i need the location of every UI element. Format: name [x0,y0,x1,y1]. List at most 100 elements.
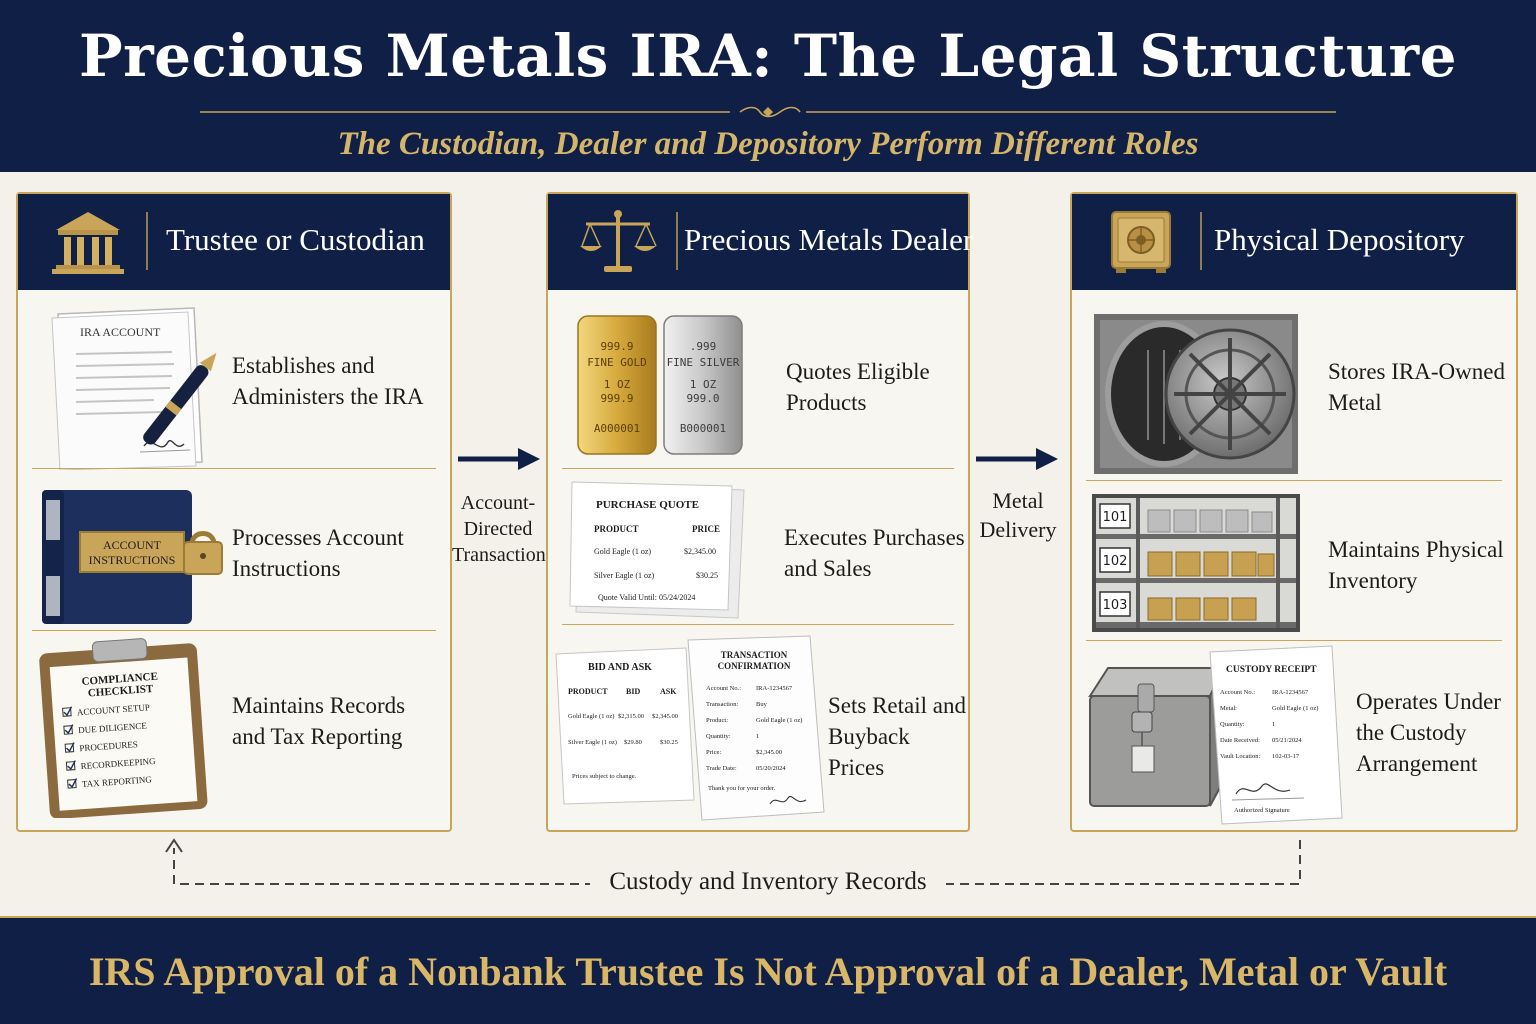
ira-account-document: IRA ACCOUNT [51,307,217,470]
confirm-value: $2,345.00 [756,749,782,756]
confirm-key: Transaction: [706,701,738,708]
quote-valid: Quote Valid Until: 05/24/2024 [598,593,695,602]
custody-box-receipt: CUSTODY RECEIPT Account No.: IRA-1234567… [1088,645,1343,825]
bidask-ask: $30.25 [660,739,678,746]
receipt-key: Account No.: [1220,689,1255,696]
footer-banner: IRS Approval of a Nonbank Trustee Is Not… [0,916,1536,1024]
bidask-ask: $2,345.00 [652,713,678,720]
locked-binder: ACCOUNT INSTRUCTIONS [42,490,223,624]
binder-label-2: INSTRUCTIONS [89,553,176,567]
bidask-bid: $2,315.00 [618,713,644,720]
bidask-title: BID AND ASK [588,662,652,673]
checklist-item: DUE DILIGENCE [78,720,148,735]
page-title: Precious Metals IRA: The Legal Structure [78,22,1457,90]
confirm-title-1: TRANSACTION [721,650,788,660]
row-divider [1086,480,1502,481]
receipt-value: 102-03-17 [1272,753,1300,760]
shelf-label: 101 [1103,510,1128,525]
confirm-value: 05/20/2024 [756,765,786,772]
scales-icon [580,210,657,272]
silver-bar-serial: B000001 [680,422,726,435]
row-divider [32,630,436,631]
quote-header: PRODUCT [594,524,639,534]
confirm-key: Trade Date: [706,765,737,772]
bidask-product: Silver Eagle (1 oz) [568,739,617,746]
confirm-value: 1 [756,733,759,740]
confirm-key: Product: [706,717,728,724]
row-divider [1086,640,1502,641]
checklist-item: TAX REPORTING [82,774,153,789]
bank-building-icon [52,212,124,274]
confirm-value: Gold Eagle (1 oz) [756,717,802,724]
panel-title: Precious Metals Dealer [684,222,974,257]
silver-bar-text: .999 [690,340,717,353]
receipt-key: Vault Location: [1220,753,1260,760]
receipt-key: Quantity: [1220,721,1245,728]
receipt-value: IRA-1234567 [1272,689,1309,696]
storage-shelves: 101 102 103 [1092,494,1300,632]
silver-bar-text: 1 OZ [690,378,717,391]
receipt-value: Gold Eagle (1 oz) [1272,705,1318,712]
compliance-clipboard: COMPLIANCE CHECKLIST ACCOUNT SETUP DUE D… [39,638,208,818]
ornamental-divider [200,106,1336,118]
panel-header: Precious Metals Dealer [548,194,973,290]
clipboard-title-2: CHECKLIST [88,683,155,700]
gold-silver-bars: 999.9 FINE GOLD 1 OZ 999.9 A000001 .999 … [577,315,743,455]
confirm-key: Price: [706,749,721,756]
silver-bar-text: FINE SILVER [667,356,740,369]
bidask-product: Gold Eagle (1 oz) [568,713,614,720]
page-subtitle: The Custodian, Dealer and Depository Per… [337,126,1199,162]
quote-price: $2,345.00 [684,547,716,556]
panel-custodian: Trustee or Custodian IRA ACCOUNT Establi… [16,192,452,832]
panel-title: Trustee or Custodian [166,222,425,257]
panel-header: Physical Depository [1072,194,1516,290]
header-divider [146,212,148,270]
shelf-label: 102 [1103,554,1128,569]
gold-bar-text: FINE GOLD [587,356,647,369]
silver-bar-text: 999.0 [686,392,719,405]
clipboard-title-1: COMPLIANCE [81,671,158,688]
vault-door [1094,314,1298,474]
quote-price: $30.25 [696,571,718,580]
header-divider [1200,212,1202,270]
row-divider [562,624,954,625]
bid-ask-and-confirmation: BID AND ASK PRODUCT BID ASK Gold Eagle (… [555,635,825,821]
quote-header: PRICE [692,524,720,534]
gold-bar-text: 1 OZ [604,378,631,391]
binder-label-1: ACCOUNT [103,538,162,552]
doc-title: IRA ACCOUNT [80,325,161,339]
confirm-value: Buy [756,701,768,708]
confirm-key: Quantity: [706,733,731,740]
confirm-key: Account No.: [706,685,741,692]
receipt-key: Date Received: [1220,737,1260,744]
bidask-header: PRODUCT [568,687,608,696]
purchase-quote: PURCHASE QUOTE PRODUCT PRICE Gold Eagle … [569,481,745,619]
records-flow-label: Custody and Inventory Records [590,868,946,896]
quote-product: Gold Eagle (1 oz) [594,547,651,556]
panel-title: Physical Depository [1214,222,1465,257]
checklist-item: PROCEDURES [79,739,138,753]
receipt-value: 05/21/2024 [1272,737,1302,744]
bidask-header: ASK [660,687,677,696]
panel-header: Trustee or Custodian [18,194,450,290]
bidask-header: BID [626,687,640,696]
row-divider [562,468,954,469]
gold-bar-serial: A000001 [594,422,640,435]
bidask-bid: $29.80 [624,739,642,746]
confirm-value: IRA-1234567 [756,685,793,692]
header-banner: Precious Metals IRA: The Legal Structure… [0,0,1536,172]
receipt-title: CUSTODY RECEIPT [1226,665,1317,675]
gold-bar-text: 999.9 [600,392,633,405]
header-divider [676,212,678,270]
confirm-title-2: CONFIRMATION [718,661,791,671]
quote-title: PURCHASE QUOTE [596,499,699,511]
panel-dealer: Precious Metals Dealer 999.9 FINE GOLD 1… [546,192,973,832]
